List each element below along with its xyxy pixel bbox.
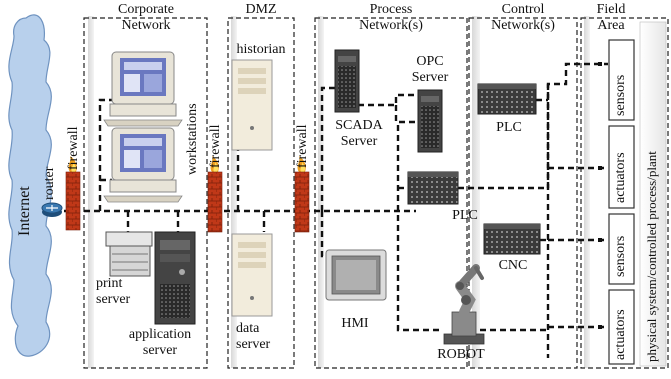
field-zone-shadow (584, 16, 590, 368)
application-server-icon (154, 231, 196, 325)
plc-label-1: PLC (496, 120, 522, 135)
data-server-icon (231, 233, 273, 317)
dmz-zone-title: DMZ (245, 2, 277, 17)
hmi-label: HMI (341, 316, 369, 331)
firewall-label-3: firewall (295, 124, 310, 168)
data-server-label: data server (236, 321, 271, 352)
junction-dots (598, 62, 602, 329)
control-zone-shadow (472, 16, 480, 368)
actuators-label-1: actuators (613, 152, 628, 203)
corporate-zone-title: Corporate Network (118, 2, 174, 33)
corporate-zone (83, 17, 208, 369)
firewall-label-1: firewall (66, 126, 81, 170)
robot-icon (443, 264, 485, 345)
field-sensors-box-2 (608, 213, 635, 285)
router-icon (41, 202, 63, 217)
process-zone-title: Process Network(s) (359, 2, 423, 33)
workstation-icon-2 (103, 127, 183, 203)
cnc-icon (483, 223, 541, 255)
internet-cloud (8, 14, 52, 357)
scada-server-label: SCADA Server (335, 118, 383, 149)
firewall-icon-1 (65, 156, 81, 231)
process-zone (314, 17, 468, 369)
field-actuators-box-2 (608, 289, 635, 365)
sensors-label-1: sensors (613, 74, 628, 116)
dmz-zone-shadow (231, 16, 237, 368)
actuators-label-2: actuators (613, 309, 628, 360)
opc-server-icon (417, 89, 443, 153)
sensors-label-2: sensors (613, 235, 628, 277)
historian-server-icon (231, 59, 273, 151)
printer-icon (105, 231, 153, 277)
workstations-label: workstations (185, 103, 200, 175)
robot-label: ROBOT (437, 347, 485, 362)
field-zone-title: Field Area (596, 2, 626, 33)
router-label: router (42, 166, 57, 200)
hmi-icon (325, 249, 387, 301)
plant-column (639, 21, 667, 367)
field-zone (580, 17, 669, 369)
historian-label: historian (236, 42, 286, 57)
control-zone-title: Control Network(s) (491, 2, 555, 33)
internet-label: Internet (16, 186, 33, 236)
firewall-icon-3 (294, 156, 310, 233)
plc-icon-2 (407, 171, 459, 205)
field-actuators-box-1 (608, 125, 635, 209)
plc-icon-1 (477, 83, 537, 115)
plc-label-2: PLC (452, 208, 478, 223)
corporate-zone-shadow (88, 16, 94, 368)
print-server-label: print server (96, 276, 131, 307)
field-sensors-box-1 (608, 39, 635, 121)
firewall-label-2: firewall (208, 124, 223, 168)
cnc-label: CNC (498, 258, 528, 273)
scada-server-icon (334, 49, 360, 113)
firewall-icon-2 (207, 156, 223, 233)
process-zone-shadow (318, 16, 324, 368)
control-zone (468, 17, 578, 369)
network-links (64, 62, 608, 358)
plant-label: physical system/controlled process/plant (644, 151, 659, 362)
workstation-icon-1 (103, 51, 183, 127)
dmz-zone (227, 17, 295, 369)
application-server-label: application server (128, 327, 192, 358)
opc-server-label: OPC Server (411, 54, 449, 85)
